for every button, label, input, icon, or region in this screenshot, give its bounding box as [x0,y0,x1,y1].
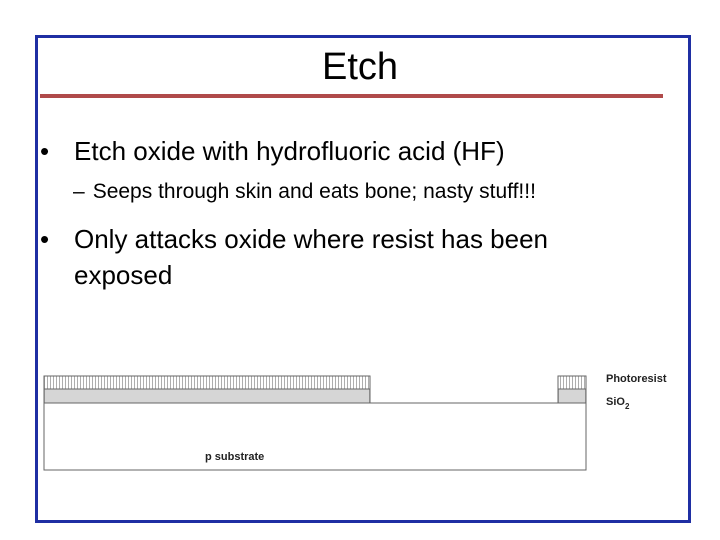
photoresist-right [557,375,587,390]
sub-bullet-text: Seeps through skin and eats bone; nasty … [92,180,536,203]
slide-frame [35,35,691,523]
photoresist-left [43,375,371,390]
sub-bullet-marker: – [73,180,85,203]
slide-title: Etch [321,46,399,88]
sub-bullet-hf-warning: –Seeps through skin and eats bone; nasty… [73,178,536,206]
bullet-marker: • [40,224,50,254]
oxide-left [43,388,371,404]
bullet-marker: • [40,136,50,166]
bullet-text-line-1: Only attacks oxide where resist has been [74,224,549,254]
bullet-text: Etch oxide with hydrofluoric acid (HF) [74,136,505,166]
bullet-etch-oxide: • Etch oxide with hydrofluoric acid (HF) [40,134,680,170]
oxide-right [557,388,587,404]
oxide-label: SiO2 [606,396,630,411]
bullet-attacks-oxide: • Only attacks oxide where resist has be… [40,222,680,294]
photoresist-label: Photoresist [606,373,667,385]
bullet-text-line-2: exposed [74,260,173,290]
title-underline [40,94,663,98]
p-substrate-layer [43,402,587,471]
p-substrate-label: p substrate [205,451,264,463]
etch-cross-section-diagram: p substrate Photoresist SiO2 [43,373,667,471]
